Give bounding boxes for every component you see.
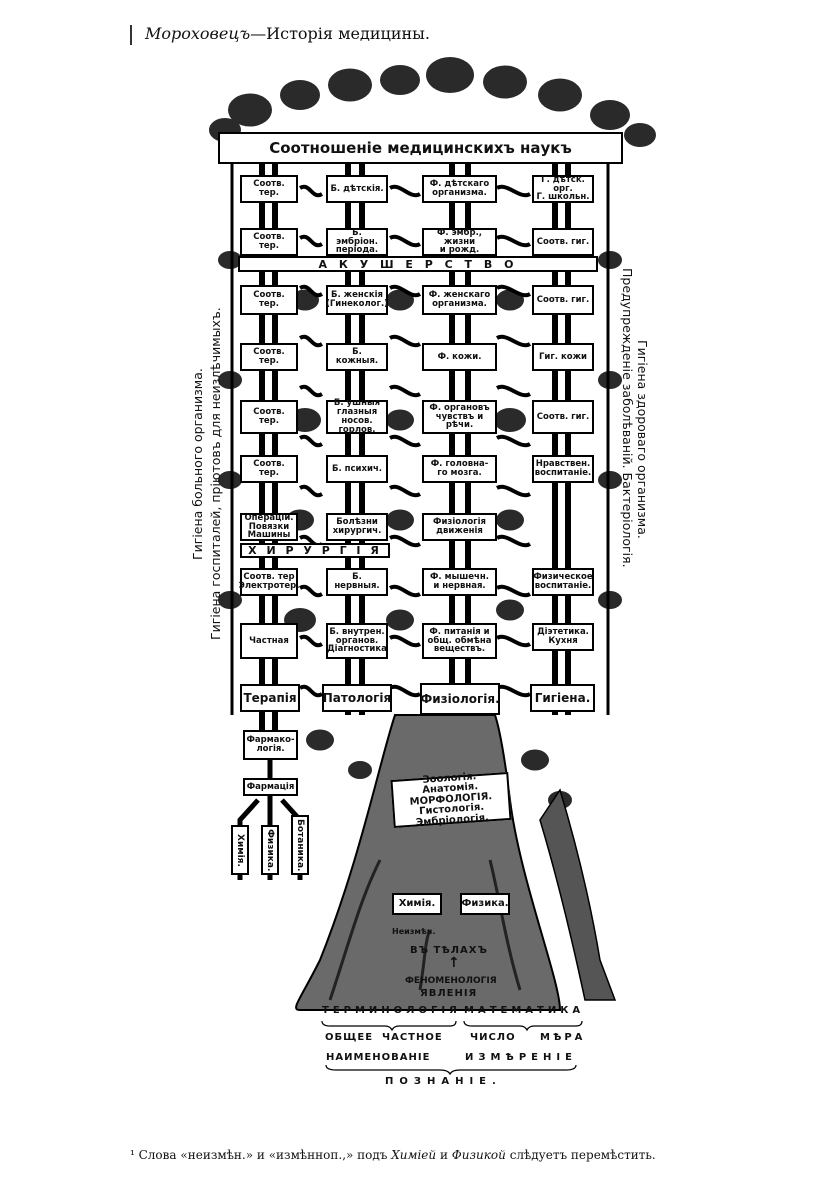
footnote-text-c: слѣдуетъ перемѣстить. xyxy=(506,1148,656,1162)
chastnoe-label: ЧАСТНОЕ xyxy=(382,1032,443,1043)
obshchee-label: ОБЩЕЕ xyxy=(325,1032,373,1043)
naimenovanie-label: НАИМЕНОВАНІЕ xyxy=(326,1052,430,1063)
footnote: ¹ Слова «неизмѣн.» и «измѣнноп.,» подъ Х… xyxy=(130,1148,656,1162)
footnote-khim: Химіей xyxy=(391,1148,436,1162)
izmerenie-label: ИЗМѢРЕНІЕ xyxy=(465,1052,577,1063)
poznanie-label: ПОЗНАНІЕ. xyxy=(385,1076,502,1087)
chislo-label: ЧИСЛО xyxy=(470,1032,516,1043)
mera-label: МѢРА xyxy=(540,1032,585,1043)
footnote-fiz: Физикой xyxy=(452,1148,506,1162)
footnote-text-a: Слова «неизмѣн.» и «измѣнноп.,» подъ xyxy=(135,1148,391,1162)
footnote-text-b: и xyxy=(436,1148,452,1162)
